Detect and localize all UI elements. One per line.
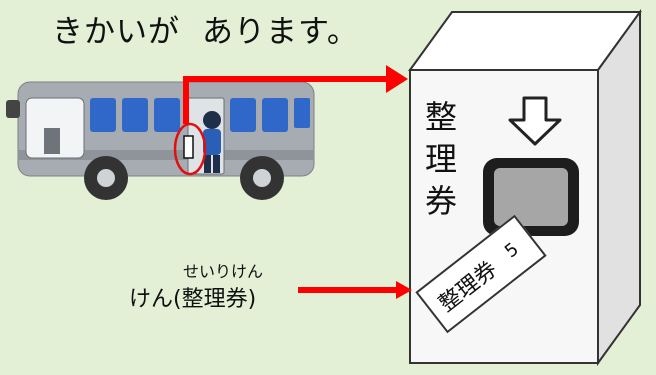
arrow-head-bottom (396, 281, 412, 299)
bus-window-4 (230, 98, 256, 132)
heading-part-1: きかいが (52, 14, 180, 50)
arrow-line-top (183, 76, 388, 124)
heading: きかいがあります。 (52, 6, 381, 51)
bus-window-3 (154, 98, 180, 132)
passenger-leg-left (204, 155, 211, 173)
machine-label-char-3: 券 (424, 182, 457, 220)
down-arrow-icon (508, 96, 562, 146)
bus-rear-window (294, 98, 310, 128)
bus-mirror (6, 100, 20, 118)
bus-ticket-dispenser (183, 135, 194, 159)
ticket-label-ruby: せいりけん (183, 262, 264, 281)
bus-window-1 (90, 98, 116, 132)
red-arrow-bottom (298, 281, 412, 299)
ticket-number: 5 (500, 238, 523, 262)
ticket-label: けん(整理券) (129, 287, 257, 312)
arrow-head-top (386, 65, 408, 93)
machine-label-char-1: 整 (424, 98, 457, 136)
bus-illustration (6, 81, 315, 200)
highlight-circle (173, 122, 207, 176)
machine-side (597, 8, 641, 367)
bus-window-5 (262, 98, 288, 132)
passenger-body (203, 129, 221, 155)
bus-wheel-rear-hub (253, 169, 271, 187)
bus-window-2 (122, 98, 148, 132)
ticket-slot-inner (494, 168, 568, 226)
bus-wheel-front-hub (97, 169, 115, 187)
ticket-machine (408, 8, 642, 367)
heading-part-2: あります。 (202, 14, 359, 50)
passenger-leg-right (213, 155, 220, 173)
driver-seat (44, 128, 60, 154)
bus-stripe (18, 150, 314, 160)
machine-label: 整 理 券 (421, 96, 461, 222)
passenger-head (203, 111, 221, 129)
red-arrow-top (183, 65, 408, 124)
machine-label-char-2: 理 (424, 140, 457, 178)
